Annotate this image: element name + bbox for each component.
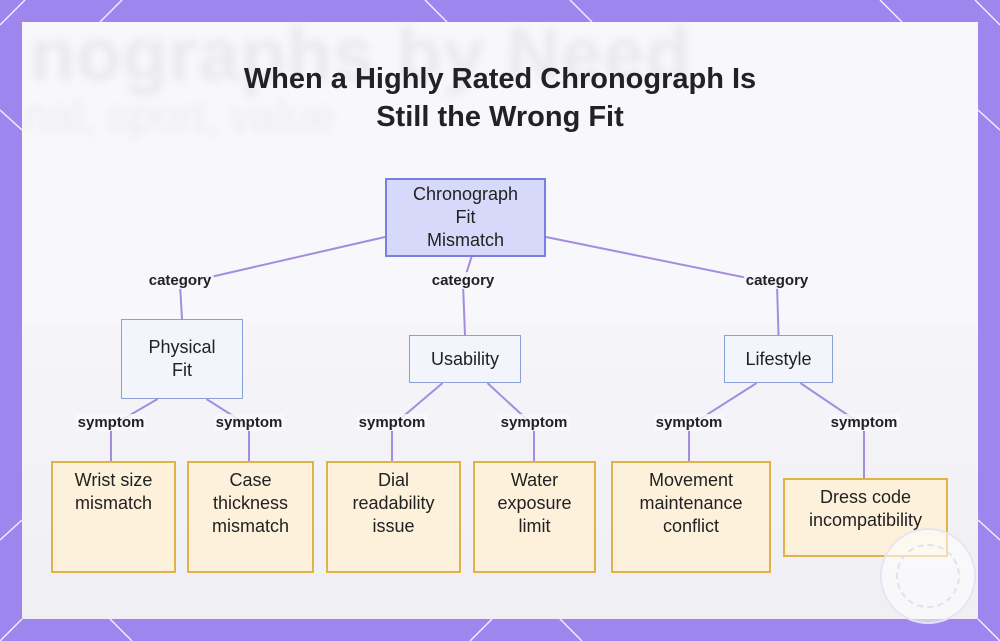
category-edge-label-2: category	[429, 272, 497, 289]
symptom-node-2-2-line-3: limit	[518, 516, 551, 536]
background-heading: nographs by Need	[30, 22, 692, 96]
root-node-line-2: Fit	[455, 207, 476, 227]
symptom-node-2-2-line-2: exposure	[497, 493, 572, 513]
symptom-edge-label-2-2: symptom	[498, 414, 570, 431]
symptom-node-1-2-line-3: mismatch	[211, 516, 289, 536]
category-node-2: Usability	[409, 335, 521, 383]
watermark-seal-icon	[880, 528, 976, 624]
category-edge-label-3: category	[743, 272, 811, 289]
symptom-node-3-1-line-2: maintenance	[639, 493, 743, 513]
symptom-node-3-1-line-3: conflict	[662, 516, 719, 536]
category-node-1-line-2: Fit	[172, 360, 192, 380]
symptom-node-1-1-line-2: mismatch	[74, 493, 152, 513]
symptom-edge-label-1-1: symptom	[75, 414, 147, 431]
symptom-node-3-2-line-1: Dress code	[819, 487, 912, 507]
symptom-edge-label-3-2: symptom	[828, 414, 900, 431]
symptom-node-2-1-line-3: issue	[372, 516, 415, 536]
symptom-node-3-2-line-2: incompatibility	[808, 510, 923, 530]
symptom-edge-label-1-2: symptom	[213, 414, 285, 431]
category-node-1-line-1: Physical	[148, 337, 216, 357]
symptom-node-2-2-line-1: Water	[510, 470, 559, 490]
root-node-line-3: Mismatch	[426, 230, 504, 250]
symptom-node-1-2-line-2: thickness	[212, 493, 289, 513]
symptom-node-1-1: Wrist size mismatch	[51, 461, 176, 573]
title-line-1: When a Highly Rated Chronograph Is	[243, 63, 757, 95]
background-subheading: nal, sport, value	[24, 92, 335, 141]
category-node-3: Lifestyle	[724, 335, 833, 383]
category-node-3-line-1: Lifestyle	[745, 348, 812, 369]
category-node-2-line-1: Usability	[430, 348, 500, 369]
edge-root-to-category-2	[461, 256, 473, 336]
diagram-title: When a Highly Rated Chronograph Is Still…	[0, 60, 1000, 136]
symptom-node-1-1-line-1: Wrist size	[74, 470, 153, 490]
symptom-edge-label-3-1: symptom	[653, 414, 725, 431]
symptom-node-3-1: Movement maintenance conflict	[611, 461, 771, 573]
symptom-node-1-2-line-1: Case	[229, 470, 272, 490]
symptom-node-2-1-line-2: readability	[352, 493, 435, 513]
title-line-2: Still the Wrong Fit	[376, 101, 624, 133]
symptom-node-2-2: Water exposure limit	[473, 461, 596, 573]
symptom-edge-label-2-1: symptom	[356, 414, 428, 431]
symptom-node-2-1-line-1: Dial	[377, 470, 409, 490]
category-edge-label-1: category	[146, 272, 214, 289]
symptom-node-2-1: Dial readability issue	[326, 461, 461, 573]
root-node-line-1: Chronograph	[412, 184, 519, 204]
symptom-node-3-1-line-1: Movement	[648, 470, 734, 490]
symptom-node-1-2: Case thickness mismatch	[187, 461, 314, 573]
symptom-node-3-2: Dress code incompatibility	[783, 478, 948, 557]
